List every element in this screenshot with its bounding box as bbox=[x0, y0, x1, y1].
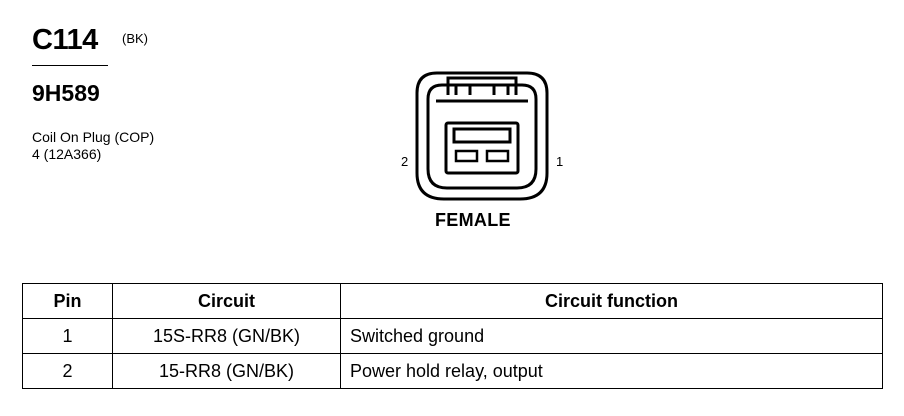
pin-table-header-row: Pin Circuit Circuit function bbox=[22, 283, 883, 319]
table-row: 2 15-RR8 (GN/BK) Power hold relay, outpu… bbox=[22, 353, 883, 389]
connector-outer-shell bbox=[415, 71, 549, 201]
function-cell: Switched ground bbox=[340, 318, 883, 354]
pin-column-header: Pin bbox=[22, 283, 113, 319]
terminal-pin-2 bbox=[454, 149, 479, 163]
connector-description-line-2: 4 (12A366) bbox=[32, 146, 102, 162]
connector-id: C114 bbox=[32, 24, 98, 56]
table-row: 1 15S-RR8 (GN/BK) Switched ground bbox=[22, 318, 883, 354]
circuit-column-header: Circuit bbox=[112, 283, 341, 319]
locking-tab bbox=[446, 76, 518, 95]
function-column-header: Circuit function bbox=[340, 283, 883, 319]
terminal-cavity-top-slot bbox=[452, 127, 512, 144]
terminal-pin-1 bbox=[485, 149, 510, 163]
connector-inner-shell bbox=[426, 83, 538, 190]
connector-color-code: (BK) bbox=[122, 31, 148, 46]
connector-view-label: FEMALE bbox=[435, 210, 511, 230]
part-number: 9H589 bbox=[32, 80, 100, 106]
circuit-cell: 15S-RR8 (GN/BK) bbox=[112, 318, 341, 354]
pin-table: Pin Circuit Circuit function 1 15S-RR8 (… bbox=[22, 283, 883, 389]
terminal-cavity bbox=[444, 121, 520, 175]
pin-label-2: 2 bbox=[401, 154, 409, 169]
function-cell: Power hold relay, output bbox=[340, 353, 883, 389]
pin-label-1: 1 bbox=[556, 154, 564, 169]
connector-face-diagram bbox=[415, 71, 549, 201]
circuit-cell: 15-RR8 (GN/BK) bbox=[112, 353, 341, 389]
connector-description-line-1: Coil On Plug (COP) bbox=[32, 129, 155, 145]
pin-cell: 1 bbox=[22, 318, 113, 354]
locking-tab-inner bbox=[454, 83, 510, 95]
header-divider bbox=[32, 65, 108, 66]
pin-cell: 2 bbox=[22, 353, 113, 389]
